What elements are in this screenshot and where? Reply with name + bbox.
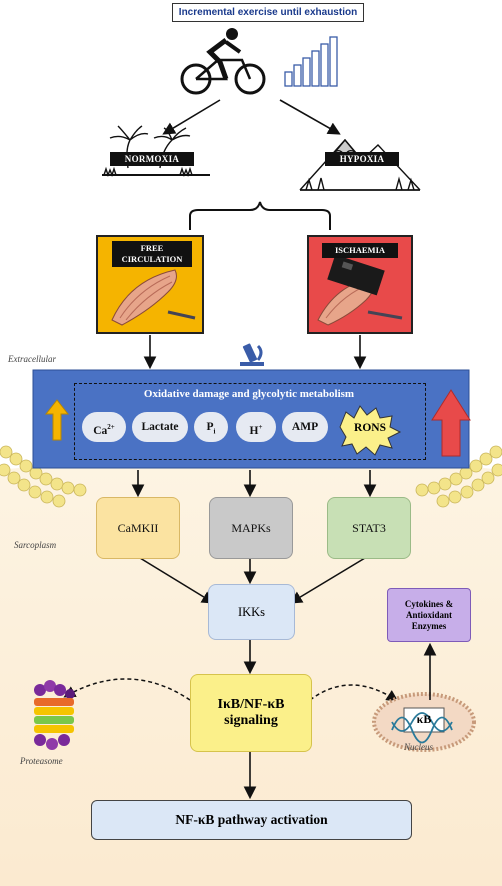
ca-sup: 2+ — [107, 423, 115, 431]
nucleus-icon — [372, 692, 476, 752]
extracellular-label: Extracellular — [8, 354, 56, 364]
microscope-icon — [240, 343, 264, 366]
up-arrow-icon — [431, 389, 471, 457]
proteasome-icon — [34, 680, 75, 750]
cuff-icon — [327, 254, 385, 296]
ischaemia-label: ISCHAEMIA — [322, 243, 398, 258]
palm-tree-icon — [102, 125, 210, 178]
cyclist-icon — [180, 28, 266, 95]
oxidative-dashed-box — [74, 383, 426, 460]
ca-text: Ca — [93, 424, 108, 437]
muscle-icon — [111, 269, 196, 326]
calcium-oval: Ca2+ — [82, 412, 126, 442]
proteasome-label: Proteasome — [20, 756, 63, 766]
free-line1: FREE — [140, 243, 164, 253]
h-text: H — [249, 424, 259, 437]
cytokines-box: Cytokines & Antioxidant Enzymes — [387, 588, 471, 642]
signaling-line1: IκB/NF-κB — [217, 697, 285, 712]
camkii-box: CaMKII — [96, 497, 180, 559]
membrane-right — [415, 445, 502, 508]
kb-label: κB — [416, 712, 432, 726]
normoxia-label: NORMOXIA — [110, 152, 194, 166]
cytokines-line1: Cytokines & — [404, 598, 454, 609]
stat3-box: STAT3 — [327, 497, 411, 559]
up-arrow-icon — [44, 399, 70, 441]
bar-steps-icon — [284, 36, 338, 87]
free-circulation-label: FREE CIRCULATION — [112, 241, 192, 267]
oxidative-title: Oxidative damage and glycolytic metaboli… — [143, 388, 355, 400]
rons-label: RONS — [354, 422, 386, 434]
hydrogen-oval: H+ — [236, 412, 276, 442]
ikks-box: IKKs — [208, 584, 295, 640]
pi-sub: i — [213, 427, 216, 436]
pi-text: P — [206, 421, 214, 433]
mapks-box: MAPKs — [209, 497, 293, 559]
hypoxia-label: HYPOXIA — [325, 152, 399, 166]
sarcoplasm-label: Sarcoplasm — [14, 540, 57, 550]
cytokines-line3: Enzymes — [411, 620, 447, 631]
rons-burst-icon — [339, 405, 402, 456]
h-sup: + — [258, 423, 263, 431]
nucleus-label: Nucleus — [404, 742, 433, 752]
cytokines-line2: Antioxidant — [405, 609, 452, 620]
exercise-title: Incremental exercise until exhaustion — [172, 3, 364, 22]
amp-oval: AMP — [282, 412, 328, 442]
signaling-line2: signaling — [224, 713, 278, 728]
phosphate-oval: Pi — [194, 412, 228, 442]
free-line2: CIRCULATION — [121, 254, 183, 264]
brace — [189, 201, 331, 230]
signaling-box: IκB/NF-κB signaling — [190, 674, 312, 752]
activation-box: NF-κB pathway activation — [91, 800, 412, 840]
membrane-left — [0, 445, 87, 508]
lactate-oval: Lactate — [132, 412, 188, 442]
